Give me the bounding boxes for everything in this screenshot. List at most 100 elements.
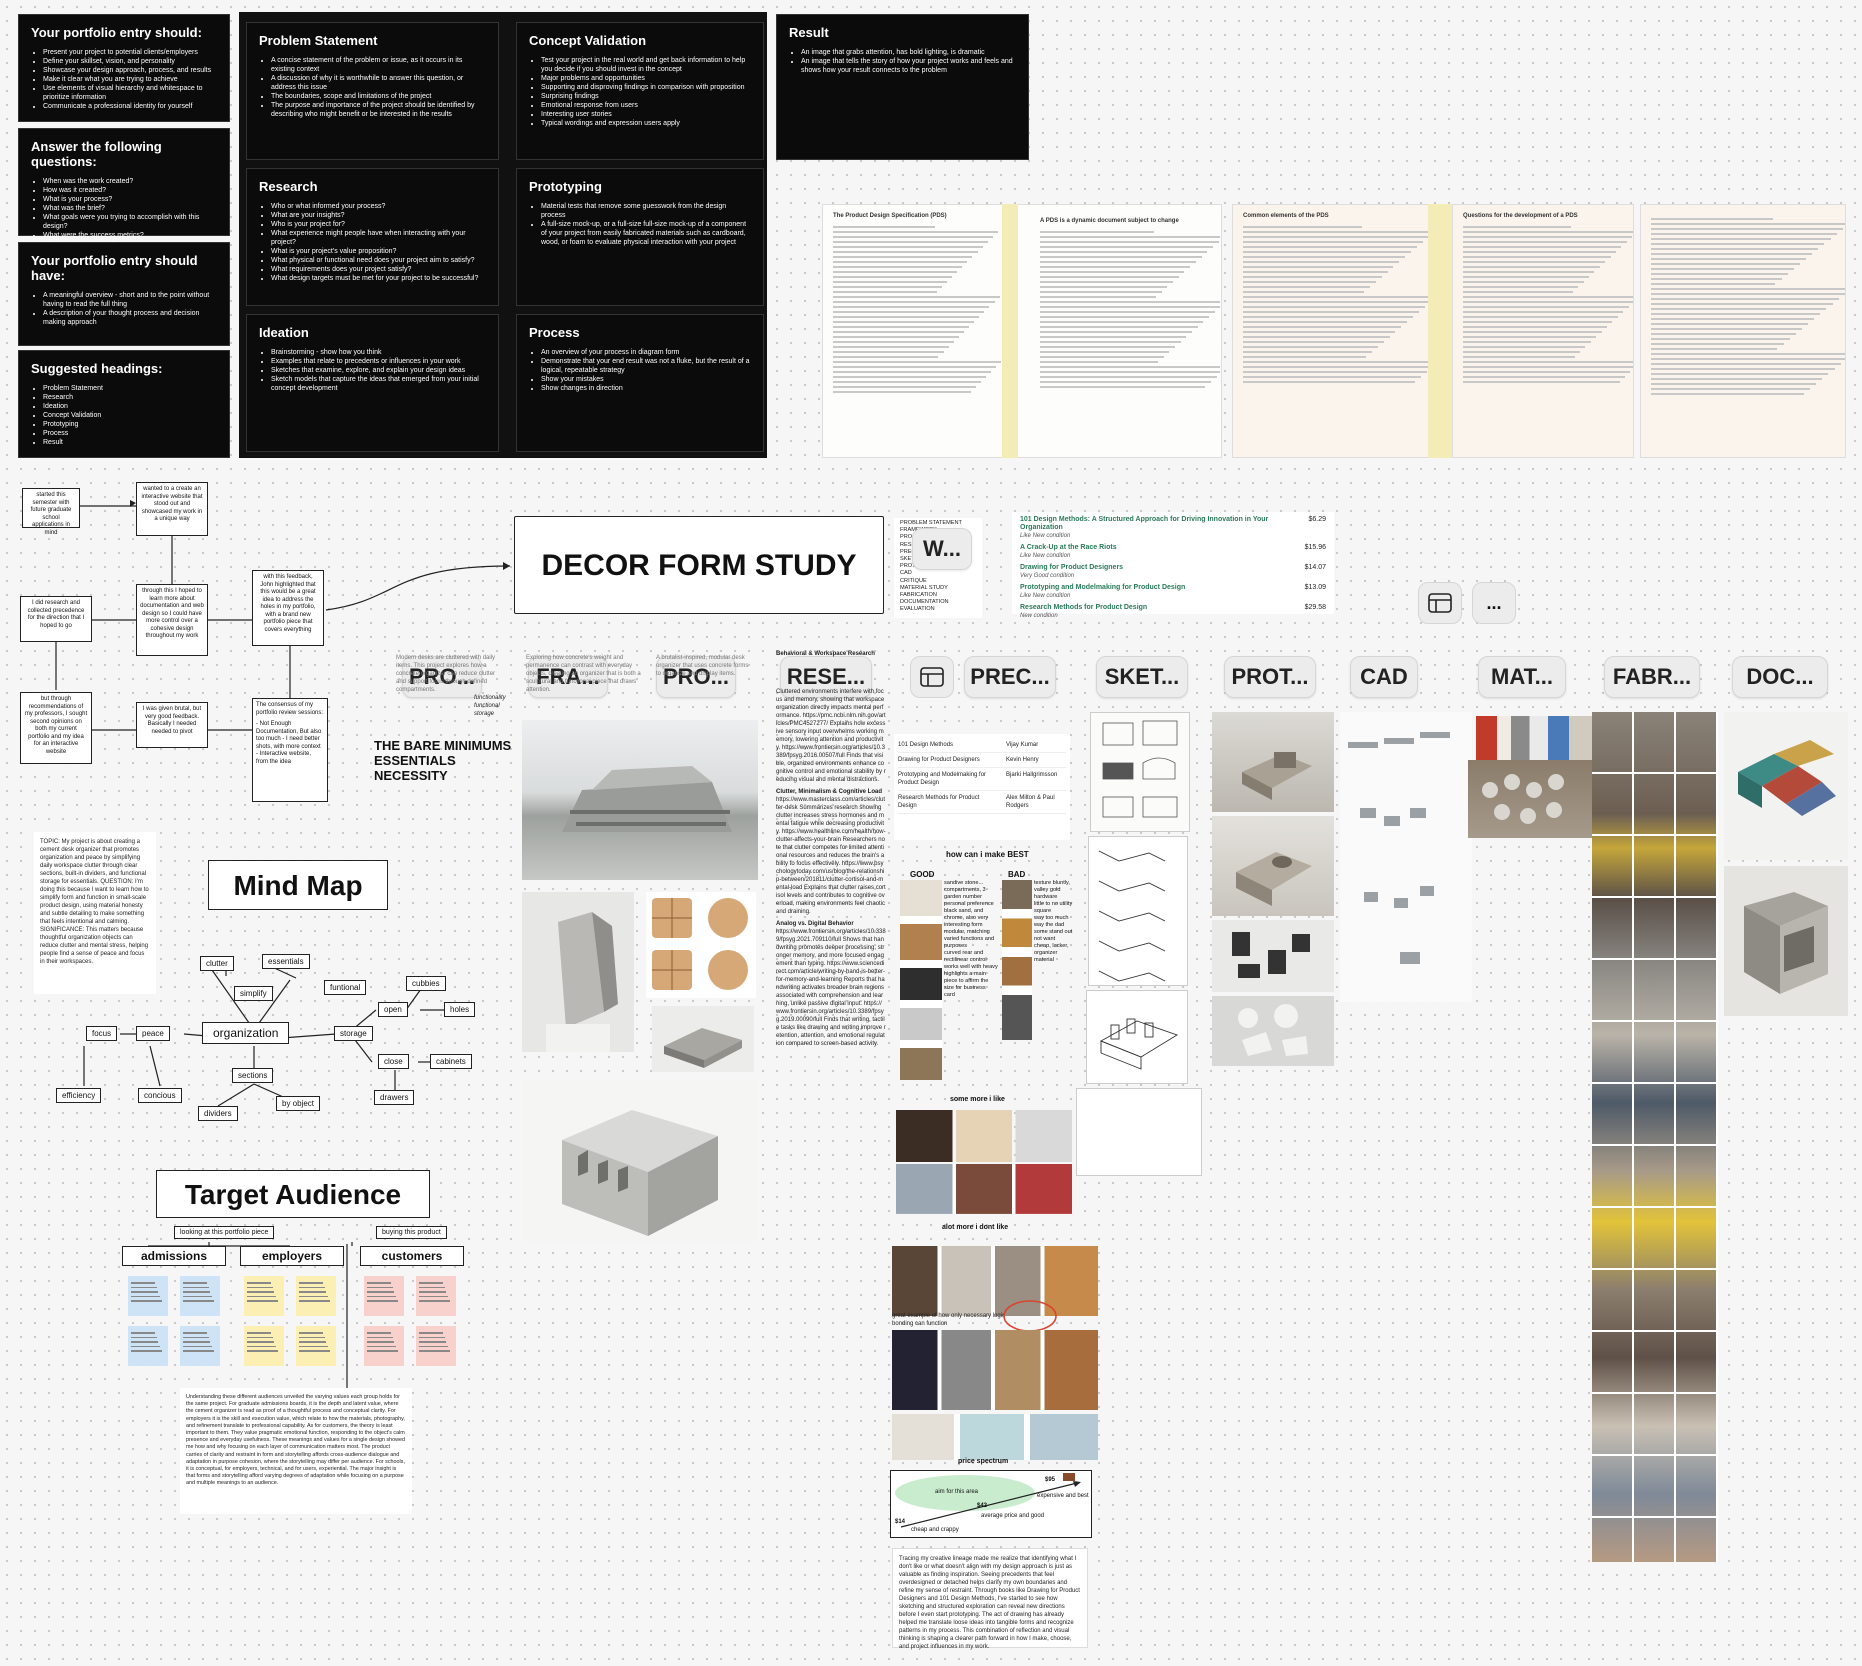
mind-node-cabinets[interactable]: cabinets xyxy=(430,1054,472,1069)
pds-page-4[interactable]: Questions for the development of a PDS xyxy=(1452,204,1634,458)
sticky-note[interactable] xyxy=(128,1326,168,1366)
mind-node-efficiency[interactable]: efficiency xyxy=(56,1088,102,1103)
card-process[interactable]: Process An overview of your process in d… xyxy=(516,314,764,452)
liked-products-grid[interactable] xyxy=(896,1110,1072,1214)
mind-map-title[interactable]: Mind Map xyxy=(208,860,388,910)
sticky-note[interactable] xyxy=(128,1276,168,1316)
prototype-photo-2[interactable] xyxy=(1212,816,1334,916)
audience-group-customers[interactable]: customers xyxy=(360,1246,464,1266)
flow-box-8[interactable]: The consensus of my portfolio review ses… xyxy=(252,698,328,802)
fabrication-photo-grid[interactable] xyxy=(1592,712,1718,1562)
sticky-note[interactable] xyxy=(180,1276,220,1316)
card-result[interactable]: Result An image that grabs attention, ha… xyxy=(776,14,1029,160)
concrete-blocks-photo[interactable] xyxy=(652,1006,754,1072)
flow-box-5[interactable]: with this feedback, John highlighted tha… xyxy=(252,570,324,646)
card-questions[interactable]: Answer the following questions: When was… xyxy=(18,128,230,257)
section-precedent[interactable]: PREC... xyxy=(964,656,1056,698)
pds-page-3[interactable]: Common elements of the PDS xyxy=(1232,204,1432,458)
mind-node-storage[interactable]: storage xyxy=(334,1026,373,1041)
audience-tag-portfolio[interactable]: looking at this portfolio piece xyxy=(174,1226,275,1239)
flow-box-1[interactable]: started this semester with future gradua… xyxy=(22,488,80,536)
concrete-sculpture-photo[interactable] xyxy=(522,892,634,1052)
card-prototyping[interactable]: Prototyping Material tests that remove s… xyxy=(516,168,764,306)
cad-renders[interactable] xyxy=(1340,712,1472,1002)
section-research[interactable]: RESE... xyxy=(780,656,872,698)
mind-node-close[interactable]: close xyxy=(378,1054,409,1069)
desk-organizer-photos[interactable] xyxy=(892,1414,1098,1460)
more-button[interactable]: ... xyxy=(1472,582,1516,624)
flow-box-7[interactable]: I was given brutal, but very good feedba… xyxy=(136,702,208,748)
sticky-note[interactable] xyxy=(244,1276,284,1316)
audience-group-employers[interactable]: employers xyxy=(240,1246,344,1266)
flow-box-6[interactable]: but through recommendations of my profes… xyxy=(20,692,92,764)
material-samples-photo[interactable] xyxy=(1468,760,1592,838)
section-cad[interactable]: CAD xyxy=(1350,656,1418,698)
mind-node-sections[interactable]: sections xyxy=(232,1068,274,1083)
sticky-note[interactable] xyxy=(364,1326,404,1366)
card-entry-should[interactable]: Your portfolio entry should: Present you… xyxy=(18,14,230,122)
outline-button[interactable]: W... xyxy=(912,528,972,570)
precedent-row[interactable]: Prototyping and Modelmaking for Product … xyxy=(898,768,1066,791)
doc-photo-concrete-organizer[interactable] xyxy=(1724,866,1848,1016)
section-framework[interactable]: FRA... xyxy=(528,656,608,698)
mind-node-by-object[interactable]: by object xyxy=(276,1096,321,1111)
project-title[interactable]: DECOR FORM STUDY xyxy=(514,516,884,614)
sticky-note[interactable] xyxy=(416,1326,456,1366)
mind-node-peace[interactable]: peace xyxy=(136,1026,170,1041)
sketch-1[interactable] xyxy=(1090,712,1190,832)
wood-puzzles-photo[interactable] xyxy=(646,892,756,998)
sketch-2[interactable] xyxy=(1088,836,1188,986)
brutalist-building-photo[interactable] xyxy=(522,720,758,880)
mind-node-simplify[interactable]: simplify xyxy=(234,986,273,1001)
bad-example-photos[interactable] xyxy=(1002,880,1032,1040)
mind-node-holes[interactable]: holes xyxy=(444,1002,476,1017)
card-ideation[interactable]: Ideation Brainstorming - show how you th… xyxy=(246,314,499,452)
flow-box-3[interactable]: through this I hoped to learn more about… xyxy=(136,584,208,656)
card-concept-validation[interactable]: Concept Validation Test your project in … xyxy=(516,22,764,160)
section-prototype[interactable]: PROT... xyxy=(1224,656,1316,698)
book-list[interactable]: 101 Design Methods: A Structured Approac… xyxy=(1012,512,1334,619)
card-problem-statement[interactable]: Problem Statement A concise statement of… xyxy=(246,22,499,160)
book-row[interactable]: 101 Design Methods: A Structured Approac… xyxy=(1020,516,1326,540)
mind-node-funtional[interactable]: funtional xyxy=(324,980,367,995)
sticky-note[interactable] xyxy=(244,1326,284,1366)
sticky-note[interactable] xyxy=(296,1326,336,1366)
mind-node-clutter[interactable]: clutter xyxy=(200,956,234,971)
section-problem[interactable]: PRO... xyxy=(402,656,482,698)
mind-node-drawers[interactable]: drawers xyxy=(374,1090,415,1105)
pds-page-5[interactable] xyxy=(1640,204,1846,458)
prototype-photo-1[interactable] xyxy=(1212,712,1334,812)
sticky-note[interactable] xyxy=(364,1276,404,1316)
mind-node-focus[interactable]: focus xyxy=(86,1026,118,1041)
section-material[interactable]: MAT... xyxy=(1478,656,1566,698)
mind-node-organization[interactable]: organization xyxy=(202,1022,290,1044)
material-products-photo[interactable] xyxy=(1476,716,1592,760)
audience-tag-buying[interactable]: buying this product xyxy=(376,1226,447,1239)
mind-node-open[interactable]: open xyxy=(378,1002,408,1017)
section-documentation[interactable]: DOC... xyxy=(1732,656,1828,698)
flow-box-2[interactable]: wanted to a create an interactive websit… xyxy=(136,482,208,536)
sketch-4[interactable] xyxy=(1076,1088,1202,1176)
layout-button[interactable] xyxy=(1418,582,1462,624)
card-entry-have[interactable]: Your portfolio entry should have: A mean… xyxy=(18,242,230,346)
section-fabrication[interactable]: FABR... xyxy=(1604,656,1700,698)
prototype-photo-3[interactable] xyxy=(1212,920,1334,992)
disliked-products-grid[interactable] xyxy=(892,1246,1098,1316)
sticky-note[interactable] xyxy=(296,1276,336,1316)
book-row[interactable]: Prototyping and Modelmaking for Product … xyxy=(1020,584,1326,600)
concrete-cube-photo[interactable] xyxy=(522,1080,758,1242)
mind-node-concious[interactable]: concious xyxy=(138,1088,182,1103)
mind-node-cubbies[interactable]: cubbies xyxy=(406,976,446,991)
sketch-3[interactable] xyxy=(1086,990,1188,1084)
price-spectrum-chart[interactable]: aim for this area $14 $42 $95 cheap and … xyxy=(890,1470,1092,1538)
flow-box-4[interactable]: I did research and collected precedence … xyxy=(20,596,92,642)
mind-node-essentials[interactable]: essentials xyxy=(262,954,310,969)
more-disliked-photos[interactable] xyxy=(892,1330,1098,1410)
